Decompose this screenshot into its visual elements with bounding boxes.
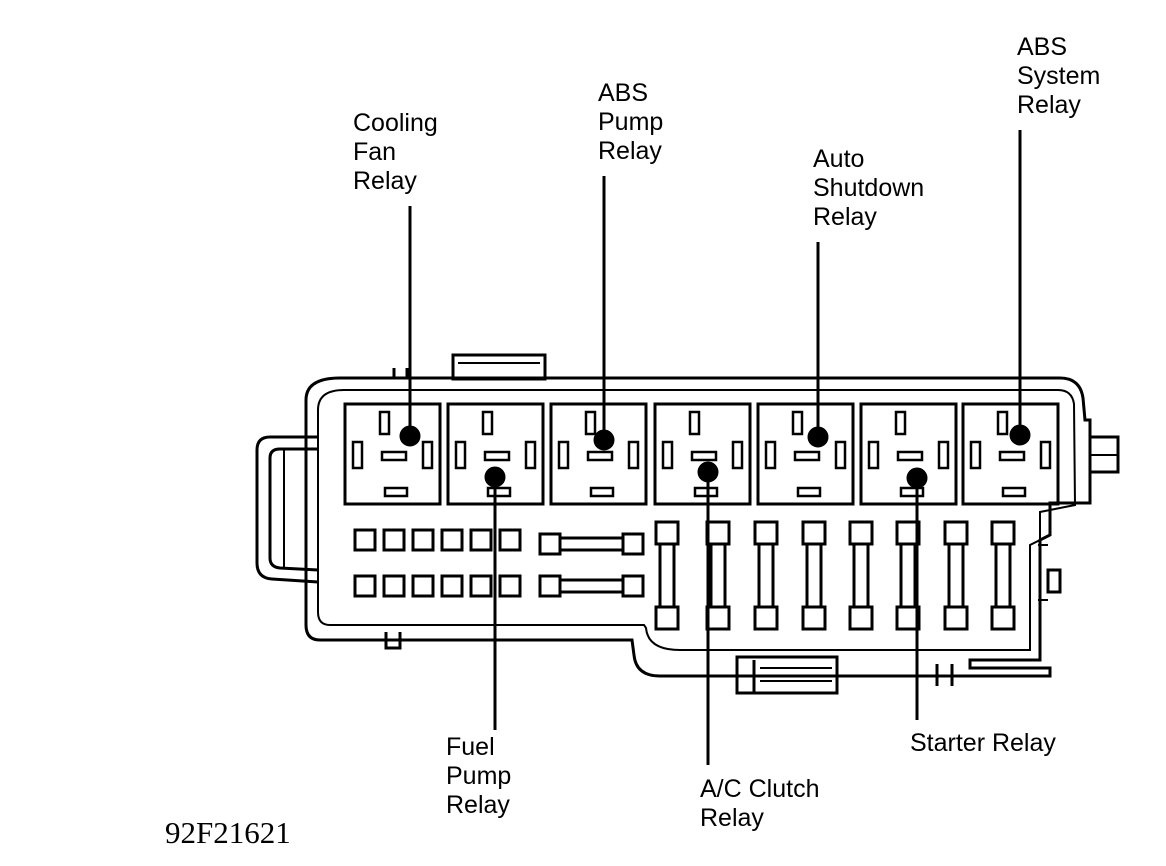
- maxi-fuse-upper: [538, 532, 645, 556]
- relay-socket: [859, 402, 958, 506]
- mini-fuse: [411, 528, 435, 552]
- mini-fuse: [440, 574, 464, 598]
- fuel-pump-relay-label: Fuel Pump Relay: [446, 733, 512, 819]
- cartridge-fuse: [654, 520, 680, 631]
- ac-clutch-relay-label: A/C Clutch Relay: [700, 775, 820, 832]
- abs-pump-relay-label: ABS Pump Relay: [598, 79, 664, 165]
- relay-socket: [343, 402, 442, 506]
- left-mounting-bracket: [255, 435, 319, 584]
- mini-fuse-block: [353, 528, 522, 598]
- cooling-fan-relay-label: Cooling Fan Relay: [353, 109, 438, 195]
- starter-relay-label: Starter Relay: [910, 729, 1056, 757]
- maxi-fuses: [538, 532, 645, 598]
- relay-center-housing: [304, 376, 1120, 678]
- figure-code: 92F21621: [165, 815, 291, 850]
- cartridge-fuse: [848, 520, 874, 631]
- abs-system-relay-label: ABS System Relay: [1017, 33, 1101, 119]
- cartridge-fuse: [895, 520, 921, 631]
- cartridge-fuse: [801, 520, 827, 631]
- relay-socket: [653, 402, 752, 506]
- relay-sockets: [343, 402, 1060, 506]
- mini-fuse: [411, 574, 435, 598]
- relay-socket: [756, 402, 855, 506]
- mini-fuse: [440, 528, 464, 552]
- cartridge-fuse: [990, 520, 1016, 631]
- cartridge-fuse: [943, 520, 969, 631]
- bottom-connector-tab: [735, 655, 954, 695]
- mini-fuse: [382, 574, 406, 598]
- mini-fuse: [353, 574, 377, 598]
- fuel-pump-relay-leader: [484, 466, 506, 730]
- mini-fuse: [382, 528, 406, 552]
- mini-fuse-row: [353, 528, 522, 552]
- cartridge-fuse: [705, 520, 731, 631]
- abs-pump-relay-leader: [593, 176, 615, 451]
- relay-socket: [549, 402, 648, 506]
- leader-lines: [399, 130, 1031, 765]
- maxi-fuse-lower: [538, 574, 645, 598]
- mini-fuse: [353, 528, 377, 552]
- mini-fuse-row: [353, 574, 522, 598]
- abs-system-relay-leader: [1009, 130, 1031, 446]
- cartridge-fuses: [654, 520, 1016, 631]
- cartridge-fuse: [753, 520, 779, 631]
- mini-fuse: [498, 528, 522, 552]
- auto-shutdown-relay-leader: [807, 242, 829, 448]
- ac-clutch-relay-leader: [697, 461, 719, 765]
- mini-fuse: [498, 574, 522, 598]
- relay-socket: [961, 402, 1060, 506]
- auto-shutdown-relay-label: Auto Shutdown Relay: [813, 145, 925, 231]
- cooling-fan-relay-leader: [399, 206, 421, 447]
- mini-fuse: [469, 574, 493, 598]
- top-connector-tab: [392, 353, 547, 381]
- mini-fuse: [469, 528, 493, 552]
- starter-relay-leader: [906, 467, 928, 720]
